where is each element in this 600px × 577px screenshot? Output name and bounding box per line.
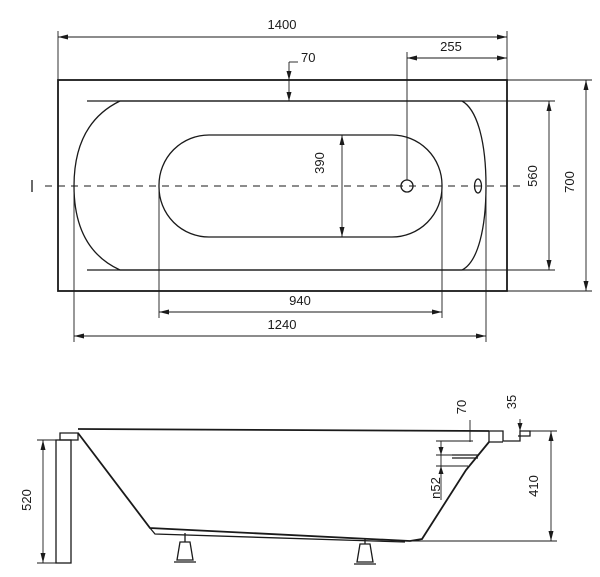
dim-520-label: 520: [19, 489, 34, 511]
dim-1240-label: 1240: [268, 317, 297, 332]
dim-inner-length: 1240: [73, 186, 487, 342]
dim-overall-length: 1400: [57, 17, 508, 80]
dim-700-label: 700: [562, 171, 577, 193]
dim-basin-depth: 410: [410, 430, 557, 542]
dim-1400-label: 1400: [268, 17, 297, 32]
dim-inner-depth-width: 390: [312, 135, 345, 237]
left-rim: [59, 432, 79, 441]
dim-255-label: 255: [440, 39, 462, 54]
dim-70-side-label: 70: [454, 400, 469, 414]
right-rim-step: [488, 431, 503, 443]
basin-outer-contour: [73, 100, 487, 271]
dim-inner-width: 560: [480, 100, 555, 271]
dim-rim-width: 70: [286, 50, 315, 101]
dim-940-label: 940: [289, 293, 311, 308]
tub-outer-outline: [57, 79, 508, 292]
dim-70-label: 70: [301, 50, 315, 65]
top-view: 1400 70 255 390: [31, 17, 592, 342]
dim-bottom-length: 940: [158, 186, 443, 318]
leg-right: [354, 538, 376, 565]
overflow-oval: [473, 178, 483, 194]
overflow-marks: n52: [428, 440, 478, 500]
dim-total-height: 520: [19, 439, 60, 564]
dim-560-label: 560: [525, 165, 540, 187]
rim-top-line: [77, 428, 490, 432]
dim-390-label: 390: [312, 152, 327, 174]
dim-n52-label: n52: [428, 477, 443, 499]
dim-overall-width: 700: [507, 79, 592, 292]
end-panel: [55, 439, 72, 564]
basin-profile: [77, 432, 490, 542]
leg-left: [174, 533, 196, 563]
basin-base: [149, 527, 406, 543]
side-view: n52 70 35 410 520: [19, 395, 557, 565]
dim-rim-top: 70: [454, 400, 471, 442]
dim-rim-lip: 35: [504, 395, 523, 441]
dim-410-label: 410: [526, 475, 541, 497]
dim-35-label: 35: [504, 395, 519, 409]
right-rim: [489, 430, 531, 442]
dim-drain-offset: 255: [406, 39, 507, 180]
